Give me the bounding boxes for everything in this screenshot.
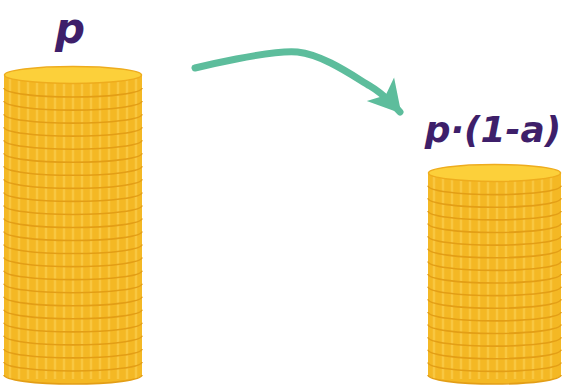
coin-edge — [4, 153, 142, 162]
coin-ridge — [451, 177, 454, 379]
coin-ridge — [9, 79, 12, 379]
coin-edge — [428, 375, 561, 384]
coin-ridge — [90, 79, 93, 379]
coin-edge — [4, 114, 142, 123]
coin-ridge — [117, 79, 120, 379]
coin-ridge — [532, 177, 535, 379]
coin-edge — [4, 218, 142, 227]
stack-body — [428, 173, 561, 384]
coin-edge — [428, 299, 561, 308]
coin-edge — [428, 337, 561, 346]
coin-edge — [4, 362, 142, 371]
stack-body — [4, 75, 142, 384]
coin-edge — [4, 192, 142, 201]
coin-edge — [428, 261, 561, 270]
coin-stack-drawing — [428, 164, 561, 384]
coin-ridge — [18, 79, 21, 379]
coin-ridge — [126, 79, 129, 379]
coin-ridge — [523, 177, 526, 379]
coin-edge — [428, 325, 561, 334]
coin-edge — [428, 211, 561, 220]
coin-ridge — [45, 79, 48, 379]
coin-edge — [4, 166, 142, 175]
coin-edge — [428, 274, 561, 283]
coin-stack: p — [0, 0, 195, 385]
coin-edge — [4, 232, 142, 241]
coin-edge — [4, 245, 142, 254]
coin-edge — [428, 224, 561, 233]
coin-ridge — [541, 177, 544, 379]
coin-edge — [428, 287, 561, 296]
coin-edge — [4, 271, 142, 280]
coin-edge — [428, 350, 561, 359]
coin-edge — [428, 198, 561, 207]
curved-arrow — [195, 52, 400, 112]
coin-edge — [428, 236, 561, 245]
coin-edge — [4, 375, 142, 384]
coin-edge — [4, 179, 142, 188]
coin-edge — [4, 310, 142, 319]
coin-ridge — [72, 79, 75, 379]
coin-ridge — [63, 79, 66, 379]
amount-label: p·(1-a) — [418, 112, 565, 148]
amount-label: p — [35, 8, 105, 50]
coin-ridge — [135, 79, 138, 379]
coin-edge — [4, 127, 142, 136]
coin-ridge — [54, 79, 57, 379]
coin-top-face — [5, 67, 142, 84]
coin-edge — [4, 336, 142, 345]
coin-ridge — [36, 79, 39, 379]
coin-edge — [4, 101, 142, 110]
coin-edge — [4, 349, 142, 358]
coin-ridge — [442, 177, 445, 379]
coin-edge — [428, 312, 561, 321]
coin-edge — [4, 88, 142, 97]
coin-edge — [428, 186, 561, 195]
coin-edge — [4, 205, 142, 214]
coin-edge — [4, 297, 142, 306]
coin-edge — [428, 249, 561, 258]
coin-ridge — [81, 79, 84, 379]
coin-edge — [4, 323, 142, 332]
coin-ridge — [108, 79, 111, 379]
coin-ridge — [460, 177, 463, 379]
coin-edge — [4, 140, 142, 149]
coin-ridge — [27, 79, 30, 379]
coin-stack-drawing — [4, 66, 142, 384]
coin-ridge — [99, 79, 102, 379]
coin-edge — [4, 258, 142, 267]
coin-stack: p·(1-a) — [400, 100, 565, 385]
coin-edge — [428, 362, 561, 371]
coin-top-face — [429, 165, 561, 182]
coin-edge — [4, 284, 142, 293]
